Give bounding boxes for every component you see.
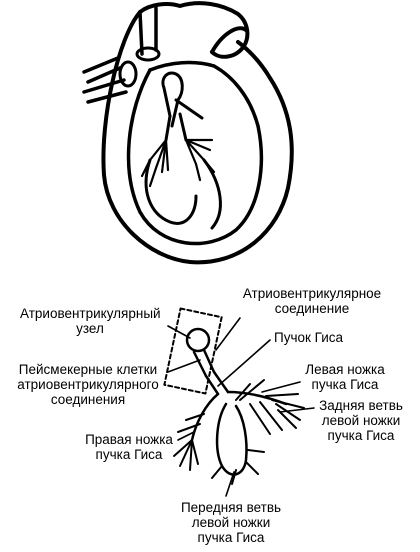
label-his-bundle: Пучок Гиса [274,330,374,345]
leader-av-junction [215,317,241,351]
leader-his-bundle [217,339,271,387]
label-line: соединения [50,392,126,407]
label-line: Атриовентрикулярный [20,306,161,321]
conduction-system-detail [163,307,315,497]
leader-pacemaker [167,359,201,373]
right-bundle-fibers [173,413,205,471]
label-line: левой ножки [321,413,401,428]
label-line: Атриовентрикулярное [242,286,382,301]
label-line: Передняя ветвь [180,500,282,515]
heart-av-node [118,60,138,88]
heart-septum-line [148,60,216,72]
vessel-upper [82,56,120,74]
label-av-junction: Атриовентрикулярное соединение [232,286,392,316]
heart-inner-wall [126,64,264,246]
label-left-bundle-branch: Левая ножка пучка Гиса [290,362,400,392]
label-line: соединение [274,301,350,316]
label-line: пучка Гиса [197,530,265,545]
label-line: атриовентрикулярного [17,377,159,392]
vessel-opening [135,46,161,62]
label-line: Левая ножка [305,362,385,377]
heart-bundle-body [164,112,188,142]
posterior-fascicle-fibers [249,393,305,435]
heart-purkinje-fibers [140,138,216,188]
label-right-bundle-branch: Правая ножка пучка Гиса [74,432,184,462]
his-bundle [192,348,216,378]
bundle-trunk [204,370,230,396]
heart-connector [174,98,204,120]
leader-right-bundle [177,431,195,441]
anterior-fascicle-loop [215,402,248,476]
label-line: Пучок Гиса [274,330,344,345]
vessel-vertical [138,6,158,56]
heart-ventricle-loop-right [202,158,222,230]
label-av-node: Атриовентрикулярный узел [20,306,161,336]
vessel-lower-2 [86,90,128,104]
heart-top-contour [138,1,250,59]
label-line: пучка Гиса [95,447,163,462]
leader-left-bundle [261,381,301,393]
label-pacemaker-cells: Пейсмекерные клетки атриовентрикулярного… [6,362,170,407]
av-node-circle [185,327,211,353]
heart-illustration [82,1,294,265]
heart-appendage [210,26,248,54]
label-line: пучка Гиса [311,377,379,392]
leader-av-node [167,325,191,339]
leader-lines [167,317,315,497]
label-line: Задняя ветвь [319,398,403,413]
label-line: левой ножки [191,515,271,530]
left-bundle-extra [235,379,265,401]
label-anterior-fascicle: Передняя ветвь левой ножки пучка Гиса [166,500,296,545]
label-line: узел [76,321,104,336]
vessel-lower [82,78,126,94]
label-line: Пейсмекерные клетки [18,362,158,377]
label-line: Правая ножка [85,432,173,447]
heart-his-bundle [161,71,184,128]
label-posterior-fascicle: Задняя ветвь левой ножки пучка Гиса [306,398,416,443]
anterior-fascicle-fibers [211,449,265,485]
heart-ventricle-loop-left [144,158,198,225]
vessel-upper-2 [86,66,122,84]
leader-posterior [279,407,315,413]
leader-anterior [225,471,235,497]
heart-outer-wall [101,10,294,265]
label-line: пучка Гиса [327,428,395,443]
